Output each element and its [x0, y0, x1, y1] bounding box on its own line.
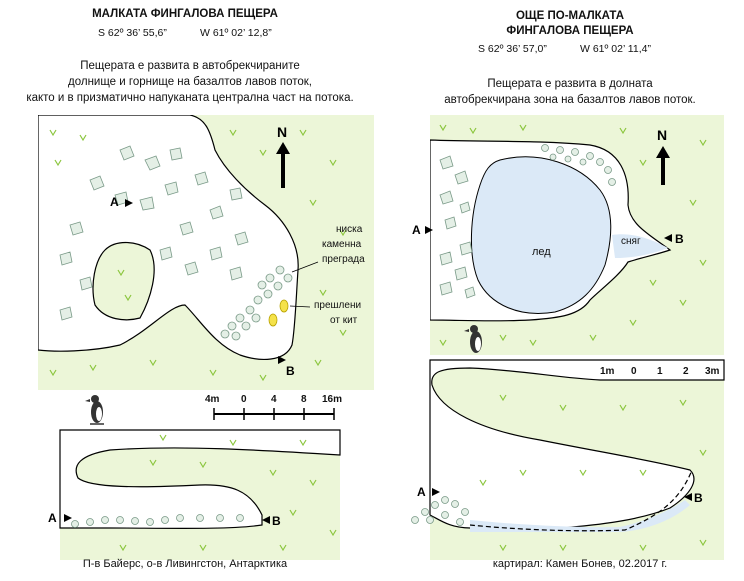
- right-description-1: Пещерата е развита в долната: [487, 78, 653, 90]
- left-profile-b: B: [272, 514, 281, 528]
- right-scale-label-0: 1m: [600, 366, 615, 377]
- left-title: МАЛКАТА ФИНГАЛОВА ПЕЩЕРА: [92, 8, 278, 20]
- right-profile-cave: [429, 359, 725, 529]
- right-penguin-icon: [464, 325, 482, 353]
- right-ice: [471, 156, 612, 314]
- right-point-a: A: [412, 223, 421, 237]
- right-description-2: автобрекчирана зона на базалтов лавов по…: [444, 94, 696, 106]
- right-boulders: [439, 144, 616, 299]
- right-profile: [411, 359, 725, 560]
- right-snow-label: сняг: [621, 236, 641, 247]
- right-plan: [430, 115, 724, 355]
- right-point-b-marker: [664, 234, 672, 242]
- left-grass-marks: [49, 129, 347, 382]
- left-scale-label-4: 16m: [322, 394, 343, 405]
- left-point-a-marker: [125, 199, 133, 207]
- left-scale-label-2: 4: [271, 394, 277, 405]
- left-boulders: [59, 145, 293, 341]
- left-whale-vertebrae: [268, 299, 289, 327]
- right-latitude: S 62º 36’ 57,0”: [478, 43, 547, 55]
- left-description-2: долнище и горнище на базалтов лавов пото…: [68, 76, 312, 88]
- left-barrier-label-2: каменна: [322, 239, 362, 250]
- right-scale-label-2: 1: [657, 366, 663, 377]
- left-profile-cave: [59, 429, 341, 529]
- left-barrier-label-3: преграда: [322, 254, 365, 265]
- left-north-arrow: [276, 142, 290, 188]
- left-latitude: S 62º 36’ 55,6”: [98, 27, 167, 39]
- right-footer: картирал: Камен Бонев, 02.2017 г.: [492, 558, 668, 570]
- left-vertebrae-leader: [289, 305, 311, 308]
- right-longitude: W 61º 02’ 11,4”: [580, 43, 651, 55]
- right-point-a-marker: [425, 226, 433, 234]
- right-scale-label-3: 2: [683, 366, 689, 377]
- left-profile: [59, 395, 341, 560]
- left-inner-pillar: [92, 241, 155, 321]
- right-north-arrow: [656, 146, 670, 185]
- left-description-1: Пещерата е развита в автобрекчираните: [80, 60, 300, 72]
- left-penguin-icon: [85, 395, 104, 425]
- right-point-b: B: [675, 232, 684, 246]
- right-profile-a: A: [417, 485, 426, 499]
- left-vertebrae-label-2: от кит: [330, 315, 358, 326]
- left-scale-bar: [213, 408, 335, 420]
- left-point-b-marker: [278, 356, 286, 364]
- left-longitude: W 61º 02’ 12,8”: [200, 27, 272, 39]
- left-barrier-leader: [291, 261, 319, 273]
- left-scale-label-0: 4m: [205, 394, 220, 405]
- right-profile-b-marker: [684, 493, 692, 501]
- right-profile-a-marker: [432, 488, 440, 496]
- left-profile-a: A: [48, 511, 57, 525]
- left-description-3: както и в призматично напуканата централ…: [26, 92, 354, 104]
- left-profile-a-marker: [64, 514, 72, 522]
- left-plan: [38, 115, 374, 390]
- left-point-a: A: [110, 195, 119, 209]
- right-profile-b: B: [694, 491, 703, 505]
- right-grass-marks: [439, 124, 707, 347]
- right-title-1: ОЩЕ ПО-МАЛКАТА: [515, 10, 625, 22]
- right-profile-ice: [470, 500, 690, 532]
- right-ice-label: лед: [532, 246, 551, 258]
- right-snow: [612, 234, 668, 258]
- right-north-label: N: [657, 127, 667, 143]
- right-scale-label-4: 3m: [705, 366, 720, 377]
- right-profile-floor-dashed: [469, 469, 693, 532]
- right-scale-label-1: 0: [631, 366, 637, 377]
- left-point-b: B: [286, 364, 295, 378]
- right-title-2: ФИНГАЛОВА ПЕЩЕРА: [506, 25, 634, 37]
- left-vertebrae-label-1: прешлени: [314, 300, 362, 311]
- left-footer: П-в Байерс, о-в Ливингстон, Антарктика: [82, 558, 288, 570]
- left-scale-label-3: 8: [301, 394, 307, 405]
- left-profile-b-marker: [262, 516, 270, 524]
- left-scale-label-1: 0: [241, 394, 247, 405]
- left-north-label: N: [277, 124, 287, 140]
- left-barrier-label-1: ниска: [336, 224, 363, 235]
